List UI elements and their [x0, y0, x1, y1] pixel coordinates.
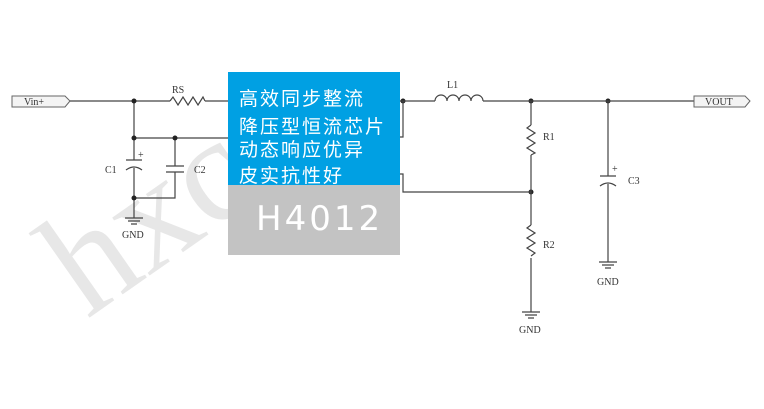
chip-feature-banner: 高效同步整流 降压型恒流芯片 动态响应优异 皮实抗性好: [228, 72, 400, 187]
ground-symbol: GND: [597, 261, 619, 288]
c1-capacitor: [125, 159, 143, 171]
chip-model-box: H4012: [228, 185, 400, 255]
svg-text:GND: GND: [597, 277, 619, 288]
vin-port: Vin+: [11, 95, 71, 108]
r1-resistor: [525, 124, 537, 156]
svg-text:GND: GND: [122, 230, 144, 241]
vout-port: VOUT: [693, 95, 751, 108]
svg-text:Vin+: Vin+: [24, 97, 44, 108]
svg-text:VOUT: VOUT: [705, 97, 733, 108]
feature-line: 皮实抗性好: [239, 165, 345, 187]
feature-line: 降压型恒流芯片: [239, 116, 387, 138]
svg-text:C2: C2: [194, 165, 206, 176]
ground-symbol: GND: [519, 311, 541, 336]
svg-text:C1: C1: [105, 165, 117, 176]
r2-resistor: [525, 224, 537, 257]
rs-resistor: [169, 95, 206, 107]
svg-text:R1: R1: [543, 132, 555, 143]
svg-text:+: +: [612, 164, 618, 175]
feature-line: 动态响应优异: [239, 139, 366, 161]
svg-text:C3: C3: [628, 176, 640, 187]
c3-capacitor: [599, 175, 617, 187]
wire: [70, 100, 230, 218]
chip-model: H4012: [256, 199, 384, 239]
ground-symbol: GND: [122, 217, 144, 241]
svg-text:+: +: [138, 150, 144, 161]
svg-text:GND: GND: [519, 325, 541, 336]
l1-inductor: [434, 94, 484, 102]
c2-capacitor: [166, 165, 184, 173]
svg-text:L1: L1: [447, 80, 458, 91]
wire: [400, 100, 694, 312]
svg-text:R2: R2: [543, 240, 555, 251]
feature-line: 高效同步整流: [239, 88, 366, 110]
svg-text:RS: RS: [172, 85, 184, 96]
